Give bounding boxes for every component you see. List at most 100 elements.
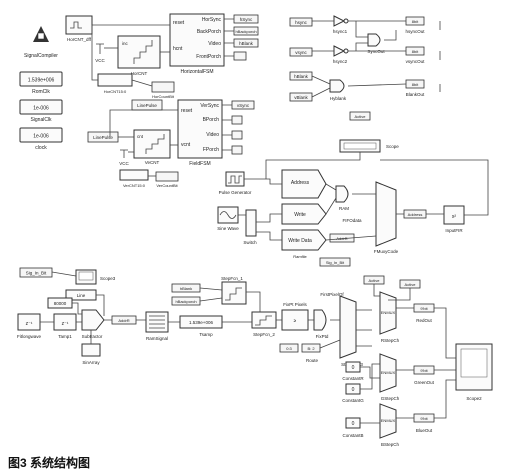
hfsm-tag-hsync: hSync: [240, 17, 253, 22]
hor-counter-block[interactable]: inc HorCNT: [117, 35, 161, 76]
ver-bitx-label: VerCNT15:0: [123, 183, 146, 188]
interp-block[interactable]: z⁻¹ Fitlongwave: [17, 313, 42, 339]
pipe-active-label: Active: [369, 278, 381, 283]
horizontal-fsm-block[interactable]: reset hcnt HorSync BackPorch Video Front…: [169, 13, 225, 75]
sync-gate-syncout: SyncOut: [367, 49, 385, 54]
const-b-value: 0: [352, 421, 355, 427]
hor-line-pulse-label: LinePulse: [137, 103, 157, 108]
hor-bitx-label: HorCNT15:0: [104, 89, 127, 94]
ver-line-pulse-label: LinePulse: [93, 135, 113, 140]
pulse-generator-label: Pulse Generator: [219, 190, 252, 195]
hfsm-port-backporch: BackPorch: [197, 29, 221, 35]
hor-count-block[interactable]: HorCountBit: [151, 81, 175, 99]
ver-bitx-block[interactable]: VerCNT15:0: [119, 169, 149, 188]
ver-counter-block[interactable]: cnt VeCNT: [133, 129, 171, 165]
hfsm-port-video: Video: [208, 41, 221, 47]
step-fcn2-block[interactable]: StepFcn_2: [251, 311, 277, 337]
tamp-block[interactable]: z⁻¹ Tamp1: [53, 313, 77, 339]
const-r-value: 0: [352, 365, 355, 371]
out-blue: BlueOut: [416, 428, 433, 433]
input-fir-symbol: x²: [452, 214, 457, 220]
ver-counter-label: VeCNT: [145, 160, 160, 165]
outnum-r: 9'bit: [420, 306, 428, 311]
scope2-block[interactable]: Scope2: [455, 343, 493, 401]
route-block[interactable]: 0:3 B: 2 Route: [279, 343, 321, 363]
color-wires: [360, 288, 456, 424]
step-fcn3-block[interactable]: StepFcn_3: [339, 295, 363, 367]
rom-clk-label: RomClk: [32, 89, 50, 95]
sync-outputs: 8bit hsyncOut 8bit vsyncOut 8bit BlankOu…: [349, 16, 425, 121]
clock-block[interactable]: 1e-006 clock: [19, 127, 63, 151]
rom-clk-block[interactable]: 1.539e+006 RomClk: [19, 71, 63, 95]
sync-active-tag: Active: [355, 114, 367, 119]
const-g-value: 0: [352, 387, 355, 393]
color-consts[interactable]: 0 ConstantR 0 ConstantG 0 ConstantB: [342, 361, 364, 438]
pipe-in-tags: hBlank hBackporch: [171, 283, 201, 306]
ram-addr-tag2: Address: [408, 212, 423, 217]
switch-block[interactable]: Switch: [243, 209, 257, 245]
vfsm-out-tags: vSync: [231, 100, 255, 155]
hor-inc-port: inc: [122, 41, 129, 46]
const-block[interactable]: 80000: [47, 297, 73, 309]
ram-signal-block[interactable]: RamSignal: [145, 311, 169, 341]
pipeline-wires: [40, 271, 380, 349]
sync-outnum-1: 8bit: [412, 19, 419, 24]
ver-line-pulse-tag[interactable]: LinePulse: [87, 131, 119, 143]
vfsm-title: FieldFSM: [189, 161, 210, 167]
first-out-label: FirstPixelOf: [320, 292, 344, 297]
scope3-block[interactable]: Scope3: [75, 269, 116, 285]
hor-line-pulse-tag[interactable]: LinePulse: [131, 99, 163, 111]
hfsm-port-frontporch: FrontPorch: [196, 54, 221, 60]
input-fir-block[interactable]: x² InputFIR: [443, 205, 465, 233]
sine-wave-label: Sine Wave: [217, 226, 239, 231]
tsamp-block[interactable]: 1.539e+006 Tsamp: [179, 315, 223, 337]
sinarray-block[interactable]: SinArray: [81, 343, 101, 365]
memory-wires: [238, 152, 489, 241]
color-mux-r[interactable]: ENMUX RStepCh: [379, 291, 400, 343]
out-red: RedOut: [416, 318, 432, 323]
signal-compiler-block[interactable]: SignalCompiler: [24, 24, 58, 59]
subtractor-label: Subtractor: [82, 334, 103, 339]
sync-gates[interactable]: hsync1 hsync2 SyncOut Hyblank: [329, 15, 386, 101]
rom-clk-value: 1.539e+006: [28, 78, 55, 84]
hor-dff-block[interactable]: HorCNT_dff: [65, 15, 93, 42]
ver-count-label: VerCountBit: [156, 183, 178, 188]
color-mux-g[interactable]: ENMUX GStepCh: [379, 353, 400, 401]
first-out-block[interactable]: FirstPixelOf FixPtd: [313, 292, 344, 339]
fixpt-block[interactable]: ≥ FixPt Pixels: [281, 302, 309, 331]
ram-mux-block[interactable]: FMuxyCode Address: [374, 181, 427, 254]
hor-bitx-block[interactable]: HorCNT15:0: [97, 73, 133, 94]
pulse-generator-block[interactable]: Pulse Generator: [219, 171, 252, 195]
sine-wave-block[interactable]: Sine Wave: [217, 206, 239, 231]
sync-in-vsync: vsync: [295, 50, 307, 55]
step-fcn1-block[interactable]: StepFcn_1: [221, 276, 247, 305]
const-b-label: ConstantB: [342, 433, 363, 438]
hfsm-out-tags: hSync hBackporch hBlank: [233, 14, 259, 61]
subtractor-block[interactable]: Subtractor: [81, 309, 105, 339]
hor-count-label: HorCountBit: [152, 94, 175, 99]
sync-in-vblank: vBlank: [294, 95, 308, 100]
sync-out-hsync: hsyncOut: [405, 29, 425, 34]
color-mux-b[interactable]: ENMUX BStepCh: [379, 403, 400, 447]
color-active-tag: Active: [399, 279, 421, 289]
tsamp-value: 1.539e+006: [189, 320, 213, 325]
ver-count-block[interactable]: VerCountBit: [155, 171, 179, 188]
ram-port-writedata: Write Data: [288, 238, 312, 244]
interp-label: Fitlongwave: [17, 334, 42, 339]
outnum-g: 9'bit: [420, 368, 428, 373]
mux-g-label: GStepCh: [381, 396, 400, 401]
field-fsm-block[interactable]: reset vcnt VerSync BPorch Video FPorch F…: [177, 99, 223, 167]
hfsm-port-hcnt: hcnt: [173, 46, 183, 52]
ram-mux-label: FMuxyCode: [374, 249, 399, 254]
pipe-active-tag: Active: [363, 275, 385, 285]
memory-sig-in-bit: Sig_In_Bit: [326, 260, 345, 265]
signal-clk-block[interactable]: 1e-006 SignalClk: [19, 99, 63, 123]
hfsm-title: HorizontalFSM: [180, 69, 213, 75]
switch-label: Switch: [243, 240, 257, 245]
ram-signal-label: RamSignal: [146, 336, 168, 341]
interp-symbol: z⁻¹: [26, 321, 33, 327]
memory-scope-label: Scope: [386, 144, 399, 149]
ram-ports[interactable]: Address Write Write Data: [281, 169, 327, 251]
memory-scope[interactable]: Scope: [339, 139, 399, 153]
vfsm-port-video: Video: [206, 132, 219, 138]
